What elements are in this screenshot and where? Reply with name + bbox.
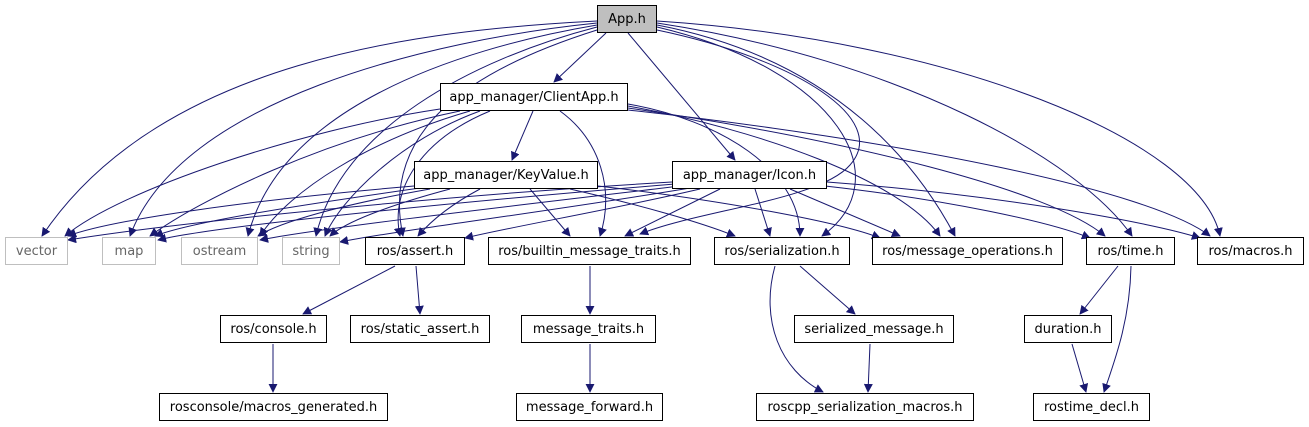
- node-vector: vector: [5, 237, 68, 265]
- edge-app-time: [656, 22, 1133, 237]
- edge-clientapp-serialization: [627, 103, 805, 237]
- node-app-h[interactable]: App.h: [597, 5, 657, 33]
- node-ros-macros-h[interactable]: ros/macros.h: [1197, 237, 1304, 265]
- edge-clientapp-string: [323, 110, 481, 237]
- edge-time-duration: [1079, 265, 1119, 315]
- edge-icon-time: [824, 185, 1091, 240]
- edge-icon-string: [339, 187, 691, 245]
- edge-clientapp-vector: [64, 108, 441, 237]
- node-ros-static-assert-h[interactable]: ros/static_assert.h: [350, 315, 490, 343]
- node-ros-time-h[interactable]: ros/time.h: [1086, 237, 1175, 265]
- edge-assert-console: [302, 265, 396, 315]
- edge-icon-builtin: [624, 188, 721, 237]
- node-message-traits-h[interactable]: message_traits.h: [521, 315, 656, 343]
- node-ostream: ostream: [181, 237, 258, 265]
- node-icon-h[interactable]: app_manager/Icon.h: [672, 161, 827, 189]
- edge-keyvalue-msgops: [597, 185, 881, 240]
- edge-icon-serialization: [754, 188, 772, 237]
- node-ros-message-operations-h[interactable]: ros/message_operations.h: [872, 237, 1063, 265]
- edge-keyvalue-vector: [67, 185, 415, 238]
- node-serialized-message-h[interactable]: serialized_message.h: [794, 315, 954, 343]
- edge-duration-rostime-decl: [1071, 343, 1089, 393]
- edge-clientapp-map: [149, 110, 461, 237]
- edge-clientapp-macros: [627, 109, 1211, 237]
- edge-clientapp-ostream: [259, 110, 471, 237]
- edge-serialization-serialized-message: [799, 265, 856, 315]
- edge-keyvalue-builtin: [529, 188, 571, 237]
- edge-icon-map: [157, 183, 676, 243]
- node-clientapp-h[interactable]: app_manager/ClientApp.h: [440, 83, 628, 111]
- node-roscpp-serialization-macros-h[interactable]: roscpp_serialization_macros.h: [756, 393, 974, 421]
- node-rostime-decl-h[interactable]: rostime_decl.h: [1033, 393, 1150, 421]
- node-rosconsole-macros-generated-h[interactable]: rosconsole/macros_generated.h: [159, 393, 388, 421]
- edge-app-string: [313, 26, 598, 237]
- edge-app-vector: [41, 20, 598, 237]
- edge-keyvalue-ostream: [257, 188, 431, 237]
- edge-clientapp-msgops: [627, 105, 941, 237]
- node-string: string: [282, 237, 340, 265]
- edge-assert-static-assert: [414, 265, 424, 315]
- edge-app-ostream: [245, 24, 598, 237]
- edge-icon-ostream: [259, 185, 681, 243]
- edge-icon-assert: [464, 188, 701, 241]
- node-duration-h[interactable]: duration.h: [1024, 315, 1112, 343]
- node-ros-console-h[interactable]: ros/console.h: [220, 315, 327, 343]
- edge-keyvalue-assert: [417, 188, 481, 237]
- edge-keyvalue-map: [154, 187, 421, 238]
- edge-clientapp-builtin: [559, 110, 607, 237]
- edge-time-rostime-decl: [1102, 265, 1132, 393]
- edge-clientapp-keyvalue: [511, 110, 534, 161]
- edge-clientapp-time: [627, 107, 1106, 237]
- edge-app-serialization: [656, 26, 856, 237]
- edge-icon-msgops: [789, 188, 901, 237]
- edge-app-clientapp: [553, 32, 607, 83]
- edge-app-builtin: [639, 29, 861, 236]
- node-ros-builtin-message-traits-h[interactable]: ros/builtin_message_traits.h: [488, 237, 691, 265]
- node-map: map: [102, 237, 156, 265]
- edge-app-map: [128, 22, 598, 237]
- edge-serialization-roscpp-macros: [769, 265, 824, 393]
- edge-app-msgops: [656, 24, 956, 237]
- edge-app-icon: [627, 32, 736, 161]
- node-ros-assert-h[interactable]: ros/assert.h: [365, 237, 465, 265]
- edge-icon-macros: [826, 181, 1201, 240]
- edge-app-macros: [656, 20, 1223, 237]
- edge-keyvalue-string: [329, 188, 451, 237]
- node-message-forward-h[interactable]: message_forward.h: [516, 393, 663, 421]
- edge-keyvalue-serialization: [569, 188, 736, 238]
- edge-serialized-message-roscpp-macros: [863, 343, 873, 393]
- node-ros-serialization-h[interactable]: ros/serialization.h: [714, 237, 850, 265]
- node-keyvalue-h[interactable]: app_manager/KeyValue.h: [414, 161, 598, 189]
